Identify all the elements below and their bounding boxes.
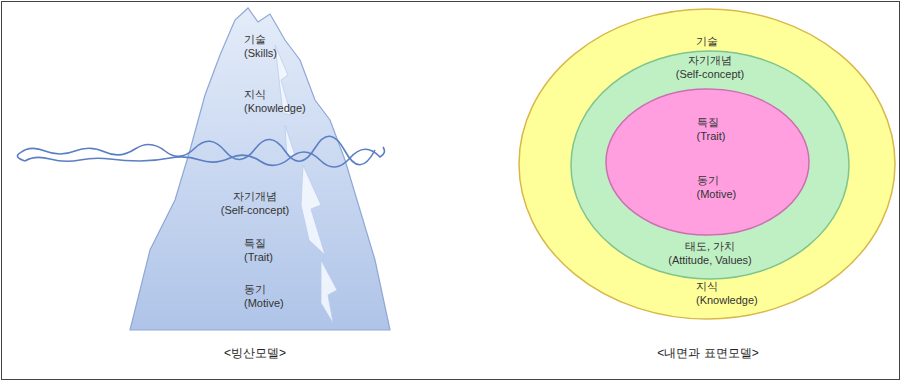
- level-label: 특질 (Trait): [697, 116, 719, 144]
- water-line: [17, 153, 25, 161]
- inner-circle: 특질 (Trait) 동기 (Motive): [605, 88, 810, 236]
- level-label: 자기개념 (Self-concept): [676, 54, 745, 82]
- level-label: 태도, 가치 (Attitude, Values): [668, 240, 752, 268]
- ice-streak: [321, 260, 337, 323]
- level-label: 동기 (Motive): [697, 174, 719, 202]
- model-caption: <내면과 표면모델>: [657, 346, 758, 360]
- ice-streak: [301, 165, 325, 255]
- outer-circle: 기술 (Skills)지식 (Knowledge)자기개념 (Self-conc…: [518, 8, 896, 320]
- level-label: 동기 (Motive): [244, 283, 266, 311]
- outer-circle: [519, 9, 895, 319]
- ice-streak: [275, 45, 291, 115]
- inner-circle-shape: [605, 88, 810, 236]
- iceberg-body: [130, 8, 390, 330]
- middle-circle: 자기개념 (Self-concept) 태도, 가치 (Attitude, Val…: [570, 50, 850, 280]
- level-label: 지식 (Knowledge): [244, 88, 266, 116]
- middle-circle: [571, 51, 849, 279]
- level-label: 기술 (Skills): [244, 33, 266, 61]
- level-label: 자기개념 (Self-concept): [221, 190, 290, 218]
- inner-circle: [606, 89, 809, 235]
- model-caption: <빙산모델>: [224, 346, 286, 360]
- water-line: [25, 147, 384, 167]
- level-label: 지식 (Knowledge): [696, 280, 718, 308]
- level-label: 특질 (Trait): [244, 237, 266, 265]
- iceberg-model: 기술 (Skills) 지식 (Knowledge) 자기개념 (Self-conc…: [125, 5, 395, 335]
